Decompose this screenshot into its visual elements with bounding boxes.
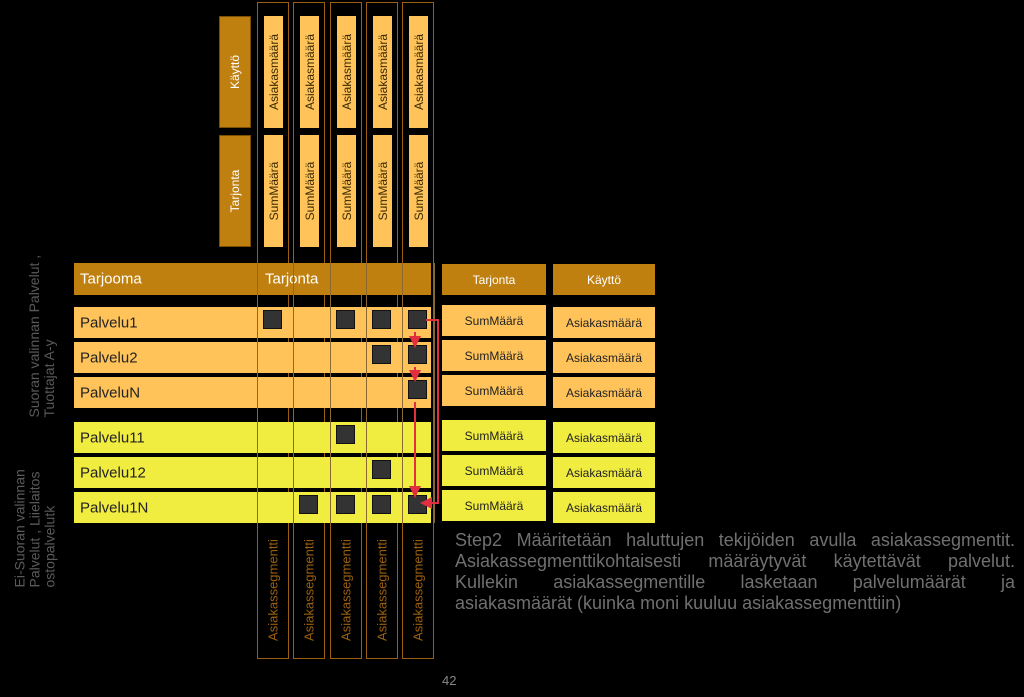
column-asiakasmaara-label: Asiakasmäärä [339, 33, 354, 111]
segment-mark [372, 460, 391, 479]
service-label: Palvelu12 [80, 464, 146, 481]
column-asiakasmaara-box: Asiakasmäärä [373, 16, 392, 128]
right-header-tarjonta: Tarjonta [442, 264, 546, 295]
right-tarjonta-value: SumMäärä [442, 420, 546, 451]
side-label-ei-suoran: Ei-Suoran valinnan Palvelut , Liielaitos… [11, 469, 58, 588]
tarjonta-label-box: Tarjonta [219, 135, 251, 247]
right-tarjonta-value: SumMäärä [442, 455, 546, 486]
right-kaytto-value: Asiakasmäärä [553, 342, 655, 373]
segment-mark [372, 345, 391, 364]
header-tarjooma: Tarjooma [80, 270, 142, 288]
right-header-kaytto: Käyttö [553, 264, 655, 295]
service-label: PalveluN [80, 384, 141, 401]
step-description: Step2 Määritetään haluttujen tekijöiden … [455, 530, 1015, 613]
column-asiakassegmentti-label: Asiakassegmentti [338, 539, 354, 641]
service-row: Palvelu1N [74, 492, 431, 523]
column-asiakasmaara-box: Asiakasmäärä [264, 16, 283, 128]
grid-line [366, 263, 367, 523]
service-label: Palvelu1N [80, 499, 149, 516]
grid-line [402, 263, 403, 523]
right-kaytto-value: Asiakasmäärä [553, 377, 655, 408]
column-asiakasmaara-label: Asiakasmäärä [375, 33, 390, 111]
service-label: Palvelu2 [80, 349, 138, 366]
segment-mark [372, 310, 391, 329]
column-summaara-box: SumMäärä [409, 135, 428, 247]
arrow-connectors [409, 319, 439, 509]
column-asiakassegmentti-label: Asiakassegmentti [301, 539, 317, 641]
service-row: Palvelu1 [74, 307, 431, 338]
column-summaara-label: SumMäärä [302, 161, 317, 221]
right-kaytto-value: Asiakasmäärä [553, 307, 655, 338]
grid-line [434, 263, 435, 523]
column-asiakassegmentti-label: Asiakassegmentti [374, 539, 390, 641]
service-row: PalveluN [74, 377, 431, 408]
service-row: Palvelu11 [74, 422, 431, 453]
kaytto-label: Käyttö [228, 54, 242, 90]
grid-line [257, 263, 258, 523]
right-tarjonta-value: SumMäärä [442, 305, 546, 336]
right-tarjonta-value: SumMäärä [442, 375, 546, 406]
service-row: Palvelu12 [74, 457, 431, 488]
segment-mark [336, 310, 355, 329]
service-row: Palvelu2 [74, 342, 431, 373]
segment-mark [263, 310, 282, 329]
header-tarjonta: Tarjonta [265, 270, 319, 288]
column-asiakassegmentti-label: Asiakassegmentti [265, 539, 281, 641]
column-asiakasmaara-label: Asiakasmäärä [302, 33, 317, 111]
right-kaytto-value: Asiakasmäärä [553, 422, 655, 453]
right-tarjonta-value: SumMäärä [442, 490, 546, 521]
matrix-header: Tarjooma Tarjonta [74, 263, 431, 295]
column-asiakassegmentti-label: Asiakassegmentti [410, 539, 426, 641]
column-summaara-label: SumMäärä [411, 161, 426, 221]
column-asiakasmaara-label: Asiakasmäärä [411, 33, 426, 111]
page-number: 42 [442, 673, 457, 688]
column-asiakasmaara-label: Asiakasmäärä [266, 33, 281, 111]
column-asiakasmaara-box: Asiakasmäärä [337, 16, 356, 128]
column-summaara-label: SumMäärä [339, 161, 354, 221]
arrow-right-bracket [420, 319, 439, 509]
column-summaara-box: SumMäärä [264, 135, 283, 247]
grid-line [293, 263, 294, 523]
column-asiakasmaara-box: Asiakasmäärä [409, 16, 428, 128]
kaytto-label-box: Käyttö [219, 16, 251, 128]
service-label: Palvelu1 [80, 314, 138, 331]
column-summaara-label: SumMäärä [375, 161, 390, 221]
segment-mark [299, 495, 318, 514]
column-asiakasmaara-box: Asiakasmäärä [300, 16, 319, 128]
segment-mark [336, 495, 355, 514]
tarjonta-label: Tarjonta [228, 169, 242, 213]
right-tarjonta-value: SumMäärä [442, 340, 546, 371]
right-kaytto-value: Asiakasmäärä [553, 457, 655, 488]
side-label-suoran: Suoran valinnan Palvelut , Tuottajat A-y [26, 254, 57, 418]
right-kaytto-value: Asiakasmäärä [553, 492, 655, 523]
column-summaara-box: SumMäärä [300, 135, 319, 247]
service-label: Palvelu11 [80, 429, 145, 446]
grid-line [330, 263, 331, 523]
segment-mark [336, 425, 355, 444]
column-summaara-box: SumMäärä [337, 135, 356, 247]
column-summaara-label: SumMäärä [266, 161, 281, 221]
segment-mark [372, 495, 391, 514]
column-summaara-box: SumMäärä [373, 135, 392, 247]
